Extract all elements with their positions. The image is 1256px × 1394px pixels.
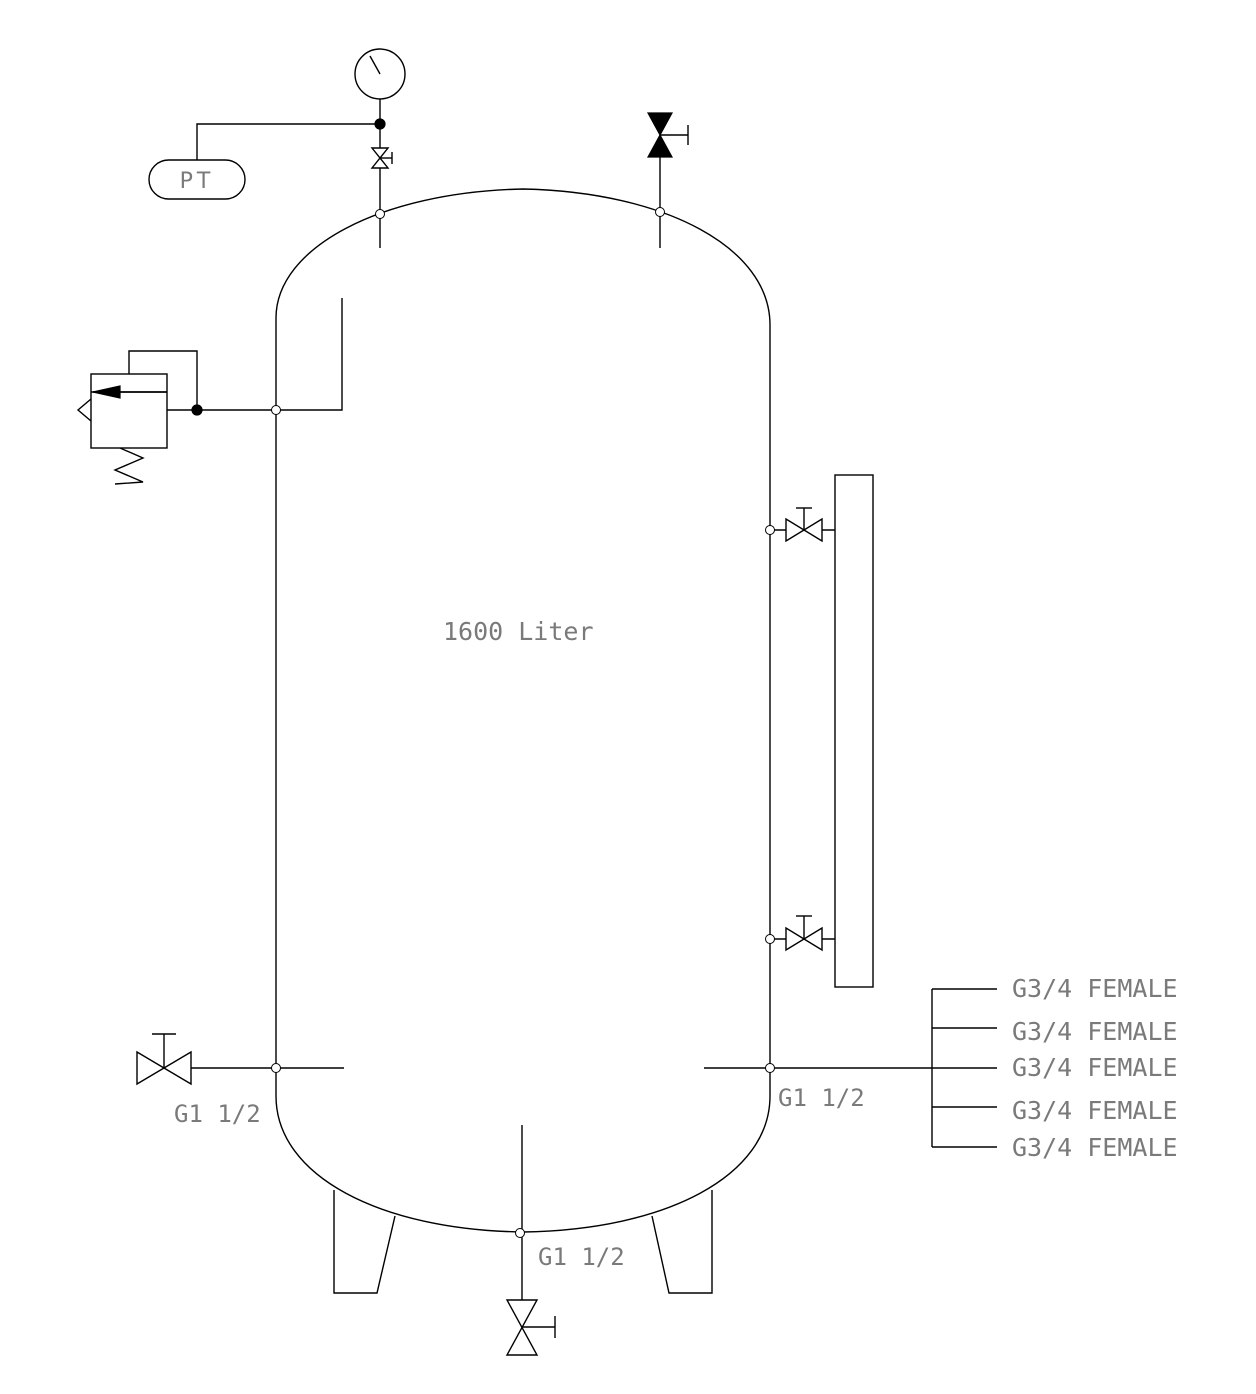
- vent-valve[interactable]: [646, 112, 689, 158]
- manifold-outlet-label: G3/4 FEMALE: [1012, 974, 1178, 1003]
- left-outlet-label: G1 1/2: [174, 1100, 261, 1128]
- support-leg-left: [333, 1190, 396, 1294]
- manifold-outlet-label: G3/4 FEMALE: [1012, 1053, 1178, 1082]
- support-leg-right: [651, 1190, 713, 1294]
- tank-top-head: [275, 188, 771, 326]
- level-gauge-bottom-valve[interactable]: [785, 915, 823, 952]
- tank-body: [275, 188, 771, 1233]
- relief-dip-pipe: [197, 298, 343, 411]
- pressure-gauge: [354, 48, 406, 124]
- manifold-outlet-label: G3/4 FEMALE: [1012, 1096, 1178, 1125]
- manifold: [931, 988, 997, 1148]
- nozzle-left-outlet: [271, 1063, 281, 1073]
- relief-spring-icon: [113, 447, 145, 485]
- level-gauge-glass: [834, 474, 874, 988]
- right-outlet-label: G1 1/2: [778, 1084, 865, 1112]
- tank-capacity-label: 1600 Liter: [443, 617, 594, 646]
- nozzle-level-bottom: [765, 934, 775, 944]
- gauge-needle: [369, 55, 381, 75]
- pt-signal-line: [196, 123, 380, 160]
- pressure-transmitter: PT: [148, 159, 246, 200]
- pt-label: PT: [180, 169, 215, 194]
- nozzle-relief: [271, 405, 281, 415]
- nozzle-top-right: [655, 207, 665, 217]
- safety-relief-valve[interactable]: [76, 373, 197, 485]
- level-gauge-top-valve[interactable]: [785, 507, 823, 543]
- manifold-outlet-label: G3/4 FEMALE: [1012, 1133, 1178, 1162]
- gauge-isolation-valve[interactable]: [370, 147, 393, 169]
- manifold-outlet-label: G3/4 FEMALE: [1012, 1017, 1178, 1046]
- tank-bottom-head: [275, 1095, 771, 1233]
- nozzle-top-left: [375, 209, 385, 219]
- bottom-drain-label: G1 1/2: [538, 1243, 625, 1271]
- bottom-drain-valve[interactable]: [505, 1299, 556, 1356]
- nozzle-bottom-drain: [515, 1228, 525, 1238]
- nozzle-level-top: [765, 525, 775, 535]
- nozzle-right-outlet: [765, 1063, 775, 1073]
- relief-exhaust-icon: [76, 398, 92, 422]
- relief-pilot-line: [128, 350, 198, 410]
- left-outlet-valve[interactable]: [136, 1033, 192, 1086]
